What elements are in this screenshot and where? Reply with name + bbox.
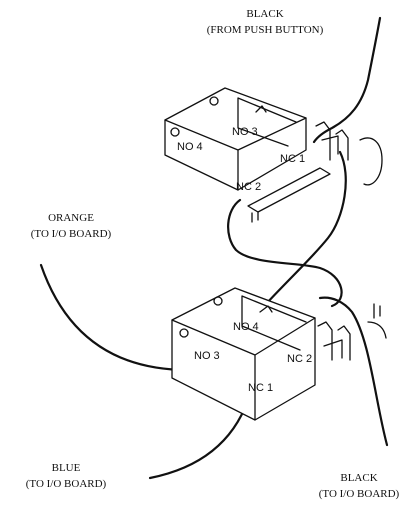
caption-orange: ORANGE (TO I/O BOARD) <box>31 212 112 240</box>
caption-black-push-button: BLACK (FROM PUSH BUTTON) <box>207 8 324 36</box>
svg-text:BLUE: BLUE <box>52 462 81 474</box>
wire-orange <box>39 263 190 372</box>
wire-hook-top <box>359 137 383 186</box>
svg-text:(TO I/O BOARD): (TO I/O BOARD) <box>26 478 107 490</box>
switch-bottom: NO 4 NO 3 NC 2 NC 1 <box>171 287 351 421</box>
label-no4: NO 4 <box>177 141 203 153</box>
wire-jumper <box>264 150 347 306</box>
label-nc1: NC 1 <box>248 382 273 394</box>
mount-hole <box>209 96 219 106</box>
svg-text:BLACK: BLACK <box>340 472 377 484</box>
label-nc2: NC 2 <box>236 181 261 193</box>
caption-black-io-board: BLACK (TO I/O BOARD) <box>319 472 400 500</box>
label-no4: NO 4 <box>233 321 259 333</box>
label-no3: NO 3 <box>232 126 258 138</box>
switch-bottom-body <box>171 287 316 421</box>
svg-text:(TO I/O BOARD): (TO I/O BOARD) <box>31 228 112 240</box>
label-nc2: NC 2 <box>287 353 312 365</box>
wire-blue <box>148 398 250 480</box>
svg-text:(TO I/O BOARD): (TO I/O BOARD) <box>319 488 400 500</box>
wire-black-io-board <box>318 296 389 447</box>
svg-text:ORANGE: ORANGE <box>48 212 94 224</box>
wire-black-push-button <box>312 16 382 144</box>
svg-text:BLACK: BLACK <box>246 8 283 20</box>
terminal-tabs <box>259 305 351 361</box>
terminal-tabs <box>255 105 349 161</box>
mount-hole <box>213 296 223 306</box>
wire-interconnect-loop <box>227 198 343 308</box>
mount-hole <box>170 127 180 137</box>
svg-text:(FROM PUSH BUTTON): (FROM PUSH BUTTON) <box>207 24 324 36</box>
switch-top-lever <box>247 167 331 213</box>
wire-hook-bottom <box>367 303 387 339</box>
label-nc1: NC 1 <box>280 153 305 165</box>
mount-hole <box>179 328 189 338</box>
caption-blue: BLUE (TO I/O BOARD) <box>26 462 107 490</box>
switch-top: NO 3 NO 4 NC 1 NC 2 <box>164 87 349 223</box>
switch-top-body <box>164 87 307 191</box>
label-no3: NO 3 <box>194 350 220 362</box>
